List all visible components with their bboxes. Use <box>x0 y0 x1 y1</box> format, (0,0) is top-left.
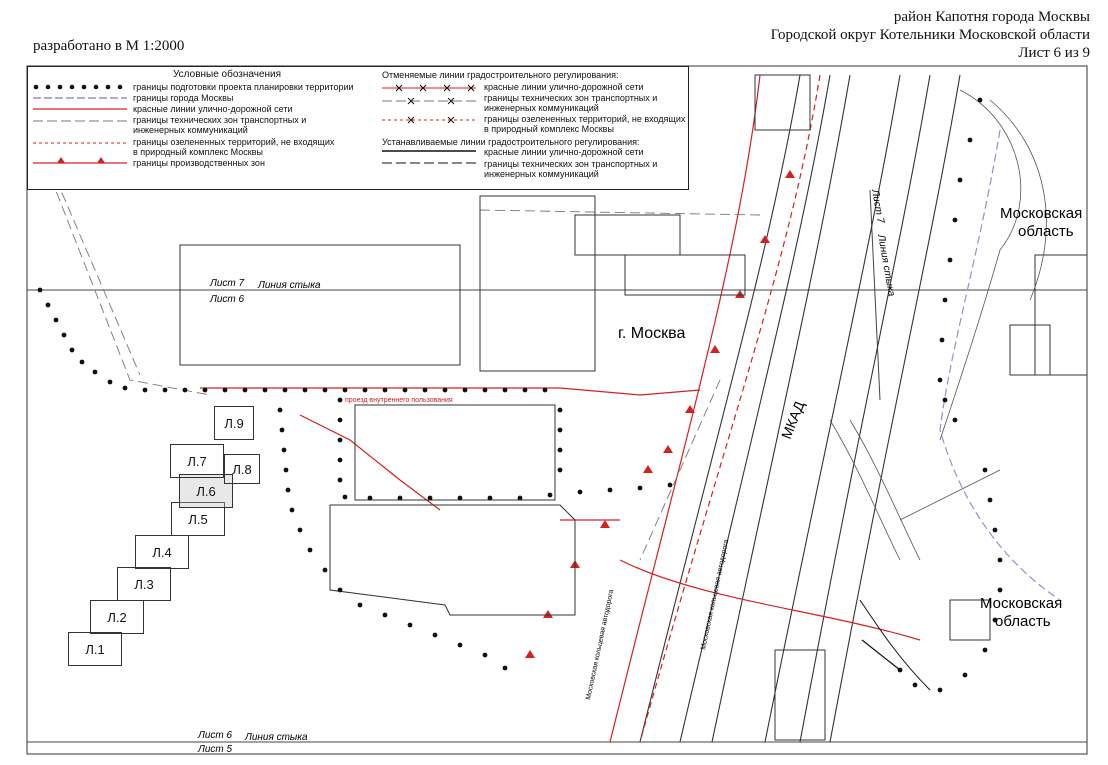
header-okrug: Городской округ Котельники Московской об… <box>770 27 1090 43</box>
production-zone-markers <box>525 170 795 658</box>
sheet-index-box-4[interactable]: Л.4 <box>135 535 189 569</box>
legend-cancelled-green-2: в природный комплекс Москвы <box>484 124 614 134</box>
legend-established-technical-2: инженерных коммуникаций <box>484 169 599 179</box>
mkad-road <box>639 74 961 743</box>
sheet-index-box-1[interactable]: Л.1 <box>68 632 122 666</box>
legend-panel: Условные обозначения границы подготовки … <box>27 66 689 190</box>
label-moscow-region-top-2: область <box>1018 223 1074 240</box>
sheet-index-box-9[interactable]: Л.9 <box>214 406 254 440</box>
label-moscow-city: г. Москва <box>618 325 686 342</box>
legend-item-city-boundary: границы города Москвы <box>133 93 234 103</box>
scale-note: разработано в М 1:2000 <box>33 38 185 54</box>
label-join-top: Линия стыка <box>257 280 321 291</box>
legend-title: Условные обозначения <box>173 69 282 80</box>
buildings <box>179 74 1088 741</box>
legend-symbols-right <box>382 84 476 164</box>
label-sheet7-top: Лист 7 <box>209 278 245 289</box>
label-road-ring-1: Московская кольцевая автодорога <box>700 539 730 651</box>
legend-cancelled-red-lines: красные линии улично-дорожной сети <box>484 82 644 92</box>
legend-cancelled-technical-1: границы технических зон транспортных и <box>484 93 658 103</box>
label-join-bottom: Линия стыка <box>244 732 308 743</box>
technical-zones <box>39 149 761 561</box>
sheet-index-box-8[interactable]: Л.8 <box>224 454 260 484</box>
label-passage: проезд внутреннего пользования <box>345 397 453 404</box>
label-sheet5-bottom: Лист 5 <box>197 744 233 755</box>
legend-established-title: Устанавливаемые линии градостроительного… <box>382 137 640 147</box>
label-sheet6-top: Лист 6 <box>209 294 245 305</box>
legend-cancelled-technical-2: инженерных коммуникаций <box>484 103 599 113</box>
label-sheet6-bottom: Лист 6 <box>197 730 233 741</box>
legend-item-production-zones: границы производственных зон <box>133 158 265 168</box>
label-moscow-region-top-1: Московская <box>1000 205 1082 222</box>
planning-boundary-dots <box>37 97 1003 693</box>
legend-item-planning-boundary: границы подготовки проекта планировки те… <box>133 82 354 92</box>
legend-item-technical-zones-1: границы технических зон транспортных и <box>133 115 307 125</box>
sheet-index-box-7[interactable]: Л.7 <box>170 444 224 478</box>
header-sheet-number: Лист 6 из 9 <box>1018 45 1090 61</box>
label-moscow-region-bottom-2: область <box>995 613 1051 630</box>
legend-symbols-left <box>33 84 127 164</box>
legend-item-green-areas-2: в природный комплекс Москвы <box>133 147 263 157</box>
legend-item-red-lines: красные линии улично-дорожной сети <box>133 104 293 114</box>
terrain-right <box>829 89 1047 561</box>
header-district: район Капотня города Москвы <box>893 9 1090 25</box>
legend-established-red-lines: красные линии улично-дорожной сети <box>484 147 644 157</box>
legend-item-green-areas-1: границы озелененных территорий, не входя… <box>133 137 335 147</box>
legend-cancelled-green-1: границы озелененных территорий, не входя… <box>484 114 686 124</box>
city-boundary <box>939 129 1061 601</box>
sheet-index-box-3[interactable]: Л.3 <box>117 567 171 601</box>
legend-cancelled-title: Отменяемые линии градостроительного регу… <box>382 70 619 80</box>
label-moscow-region-bottom-1: Московская <box>980 595 1062 612</box>
label-road-ring-2: Московская кольцевая автодорога <box>585 589 615 701</box>
legend-established-technical-1: границы технических зон транспортных и <box>484 159 658 169</box>
legend-item-technical-zones-2: инженерных коммуникаций <box>133 125 248 135</box>
sheet-index-box-5[interactable]: Л.5 <box>171 502 225 536</box>
label-mkad: МКАД <box>778 398 808 441</box>
sheet-index-box-2[interactable]: Л.2 <box>90 600 144 634</box>
